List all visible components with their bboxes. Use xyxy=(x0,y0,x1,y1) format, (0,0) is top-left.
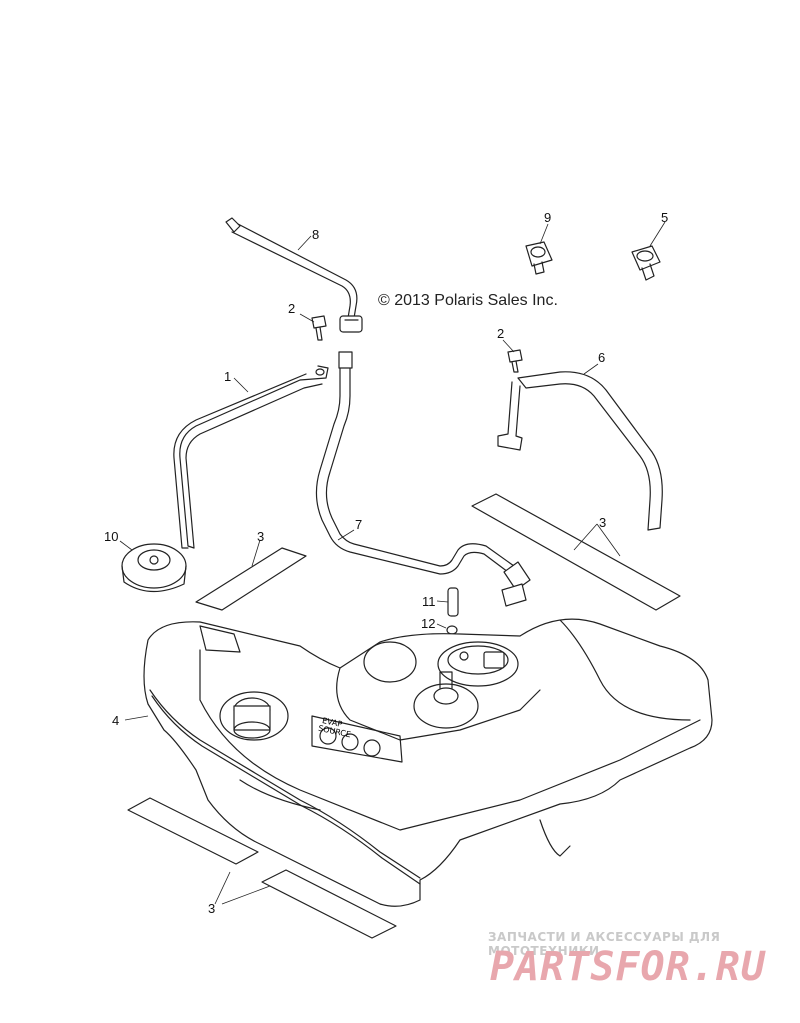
watermark-tagline: ЗАПЧАСТИ И АКСЕССУАРЫ ДЛЯ МОТОТЕХНИКИ xyxy=(488,930,721,958)
fuel-line-part-7 xyxy=(315,351,531,607)
callout-5: 5 xyxy=(661,210,669,225)
strap-part-6 xyxy=(497,371,663,531)
callout-9: 9 xyxy=(544,210,552,225)
callout-6: 6 xyxy=(598,350,606,365)
callout-12: 12 xyxy=(421,616,436,631)
fuel-cap-part-10 xyxy=(121,543,187,593)
clip-part-5 xyxy=(631,245,661,281)
callout-2-upper: 2 xyxy=(288,301,296,316)
fuel-tank-part-4 xyxy=(143,618,713,907)
callout-11: 11 xyxy=(422,594,436,609)
callout-3-lower: 3 xyxy=(208,901,216,916)
pad-part-3-lower-left xyxy=(127,797,259,865)
o-ring-part-12 xyxy=(446,625,458,635)
callout-2-lower: 2 xyxy=(497,326,505,341)
pad-part-3-lower-right xyxy=(261,869,397,939)
watermark-logo[interactable]: PARTSFOR.RU xyxy=(490,944,766,990)
leader-lines xyxy=(119,221,666,905)
bolt-part-2-upper xyxy=(311,315,327,341)
callout-1: 1 xyxy=(224,369,232,384)
pad-part-3-right xyxy=(471,493,681,611)
vent-hose-part-8 xyxy=(225,217,363,333)
callout-8: 8 xyxy=(312,227,320,242)
callout-10: 10 xyxy=(104,529,119,544)
strap-part-1 xyxy=(173,365,329,549)
callout-3-middle: 3 xyxy=(257,529,265,544)
pad-part-3-middle xyxy=(195,547,307,611)
clip-part-9 xyxy=(525,241,553,275)
callout-4: 4 xyxy=(112,713,120,728)
bolt-part-2-lower xyxy=(507,349,523,373)
pipe-part-11 xyxy=(447,587,459,617)
copyright-text: © 2013 Polaris Sales Inc. xyxy=(378,292,558,309)
callout-3-right: 3 xyxy=(599,515,607,530)
callout-7: 7 xyxy=(355,517,363,532)
